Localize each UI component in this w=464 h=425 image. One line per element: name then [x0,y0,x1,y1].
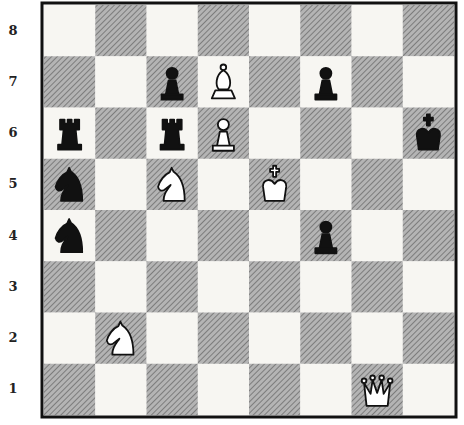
light-square [147,210,199,262]
light-square [44,313,96,365]
light-square [352,5,404,57]
dark-square [147,261,199,313]
light-square [403,56,455,108]
dark-square [300,313,352,365]
light-square [198,364,250,416]
dark-square [300,108,352,160]
dark-square [300,210,352,262]
light-square [95,56,147,108]
rank-number: 6 [3,125,23,141]
light-square [300,159,352,211]
white-knight [158,168,185,201]
dark-square [44,261,96,313]
dark-square [352,261,404,313]
dark-square [44,56,96,108]
black-pawn [315,68,336,100]
light-square [249,313,301,365]
light-square [249,5,301,57]
dark-square [95,210,147,262]
dark-square [95,108,147,160]
black-king [417,115,440,150]
dark-square [147,364,199,416]
dark-square [147,56,199,108]
black-pawn [162,68,183,100]
dark-square [249,261,301,313]
dark-square [249,56,301,108]
board-border [42,3,456,417]
light-square [95,261,147,313]
dark-square [95,313,147,365]
black-knight [56,219,83,252]
light-square [403,364,455,416]
dark-square [403,5,455,57]
light-square [300,261,352,313]
rank-number: 3 [3,279,23,295]
dark-square [249,364,301,416]
light-square [198,159,250,211]
light-square [147,5,199,57]
light-square [249,210,301,262]
light-square [198,56,250,108]
white-knight [107,322,134,355]
dark-square [403,108,455,160]
light-square [198,261,250,313]
dark-square [352,159,404,211]
dark-square [352,56,404,108]
light-square [95,364,147,416]
dark-square [147,159,199,211]
rank-number: 5 [3,176,23,192]
light-square [352,313,404,365]
light-square [403,261,455,313]
chess-pieces [56,64,440,405]
light-square [352,108,404,160]
light-square [249,108,301,160]
rank-number: 7 [3,74,23,90]
black-rook [161,120,184,150]
dark-square [44,364,96,416]
dark-square [44,159,96,211]
dark-square [403,210,455,262]
light-square [147,108,199,160]
black-rook [58,120,81,150]
white-bishop [212,64,235,98]
dark-square [403,313,455,365]
dark-square [198,108,250,160]
board-squares [44,5,454,415]
white-queen [362,375,393,405]
dark-square [300,5,352,57]
light-square [44,210,96,262]
light-square [352,210,404,262]
dark-square [352,364,404,416]
white-king [263,166,286,201]
black-pawn [315,222,336,254]
rank-number: 2 [3,330,23,346]
light-square [95,159,147,211]
dark-square [198,210,250,262]
dark-square [198,313,250,365]
rank-number: 4 [3,228,23,244]
light-square [403,159,455,211]
rank-number: 1 [3,381,23,397]
light-square [44,5,96,57]
dark-square [249,159,301,211]
black-knight [56,168,83,201]
light-square [44,108,96,160]
rank-number: 8 [3,23,23,39]
light-square [300,364,352,416]
white-pawn [213,119,234,151]
light-square [147,313,199,365]
dark-square [95,5,147,57]
light-square [300,56,352,108]
dark-square [198,5,250,57]
